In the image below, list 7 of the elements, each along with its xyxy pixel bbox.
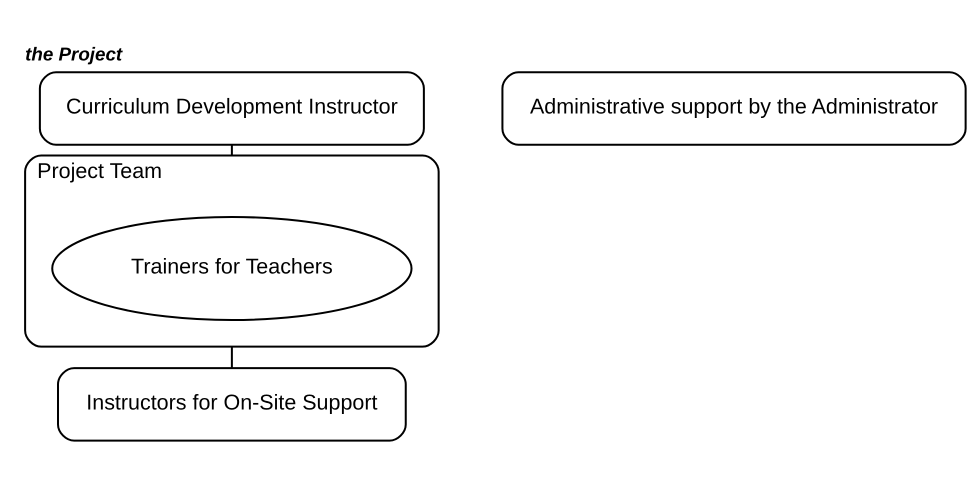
connector bbox=[230, 144, 233, 156]
node-box: Instructors for On-Site Support bbox=[57, 367, 407, 442]
node-box: Curriculum Development Instructor bbox=[38, 71, 425, 146]
diagram-title: the Project bbox=[25, 43, 122, 64]
node-ellipse: Trainers for Teachers bbox=[51, 216, 413, 322]
node-box: Administrative support by the Administrator bbox=[501, 71, 967, 146]
connector bbox=[230, 346, 233, 368]
